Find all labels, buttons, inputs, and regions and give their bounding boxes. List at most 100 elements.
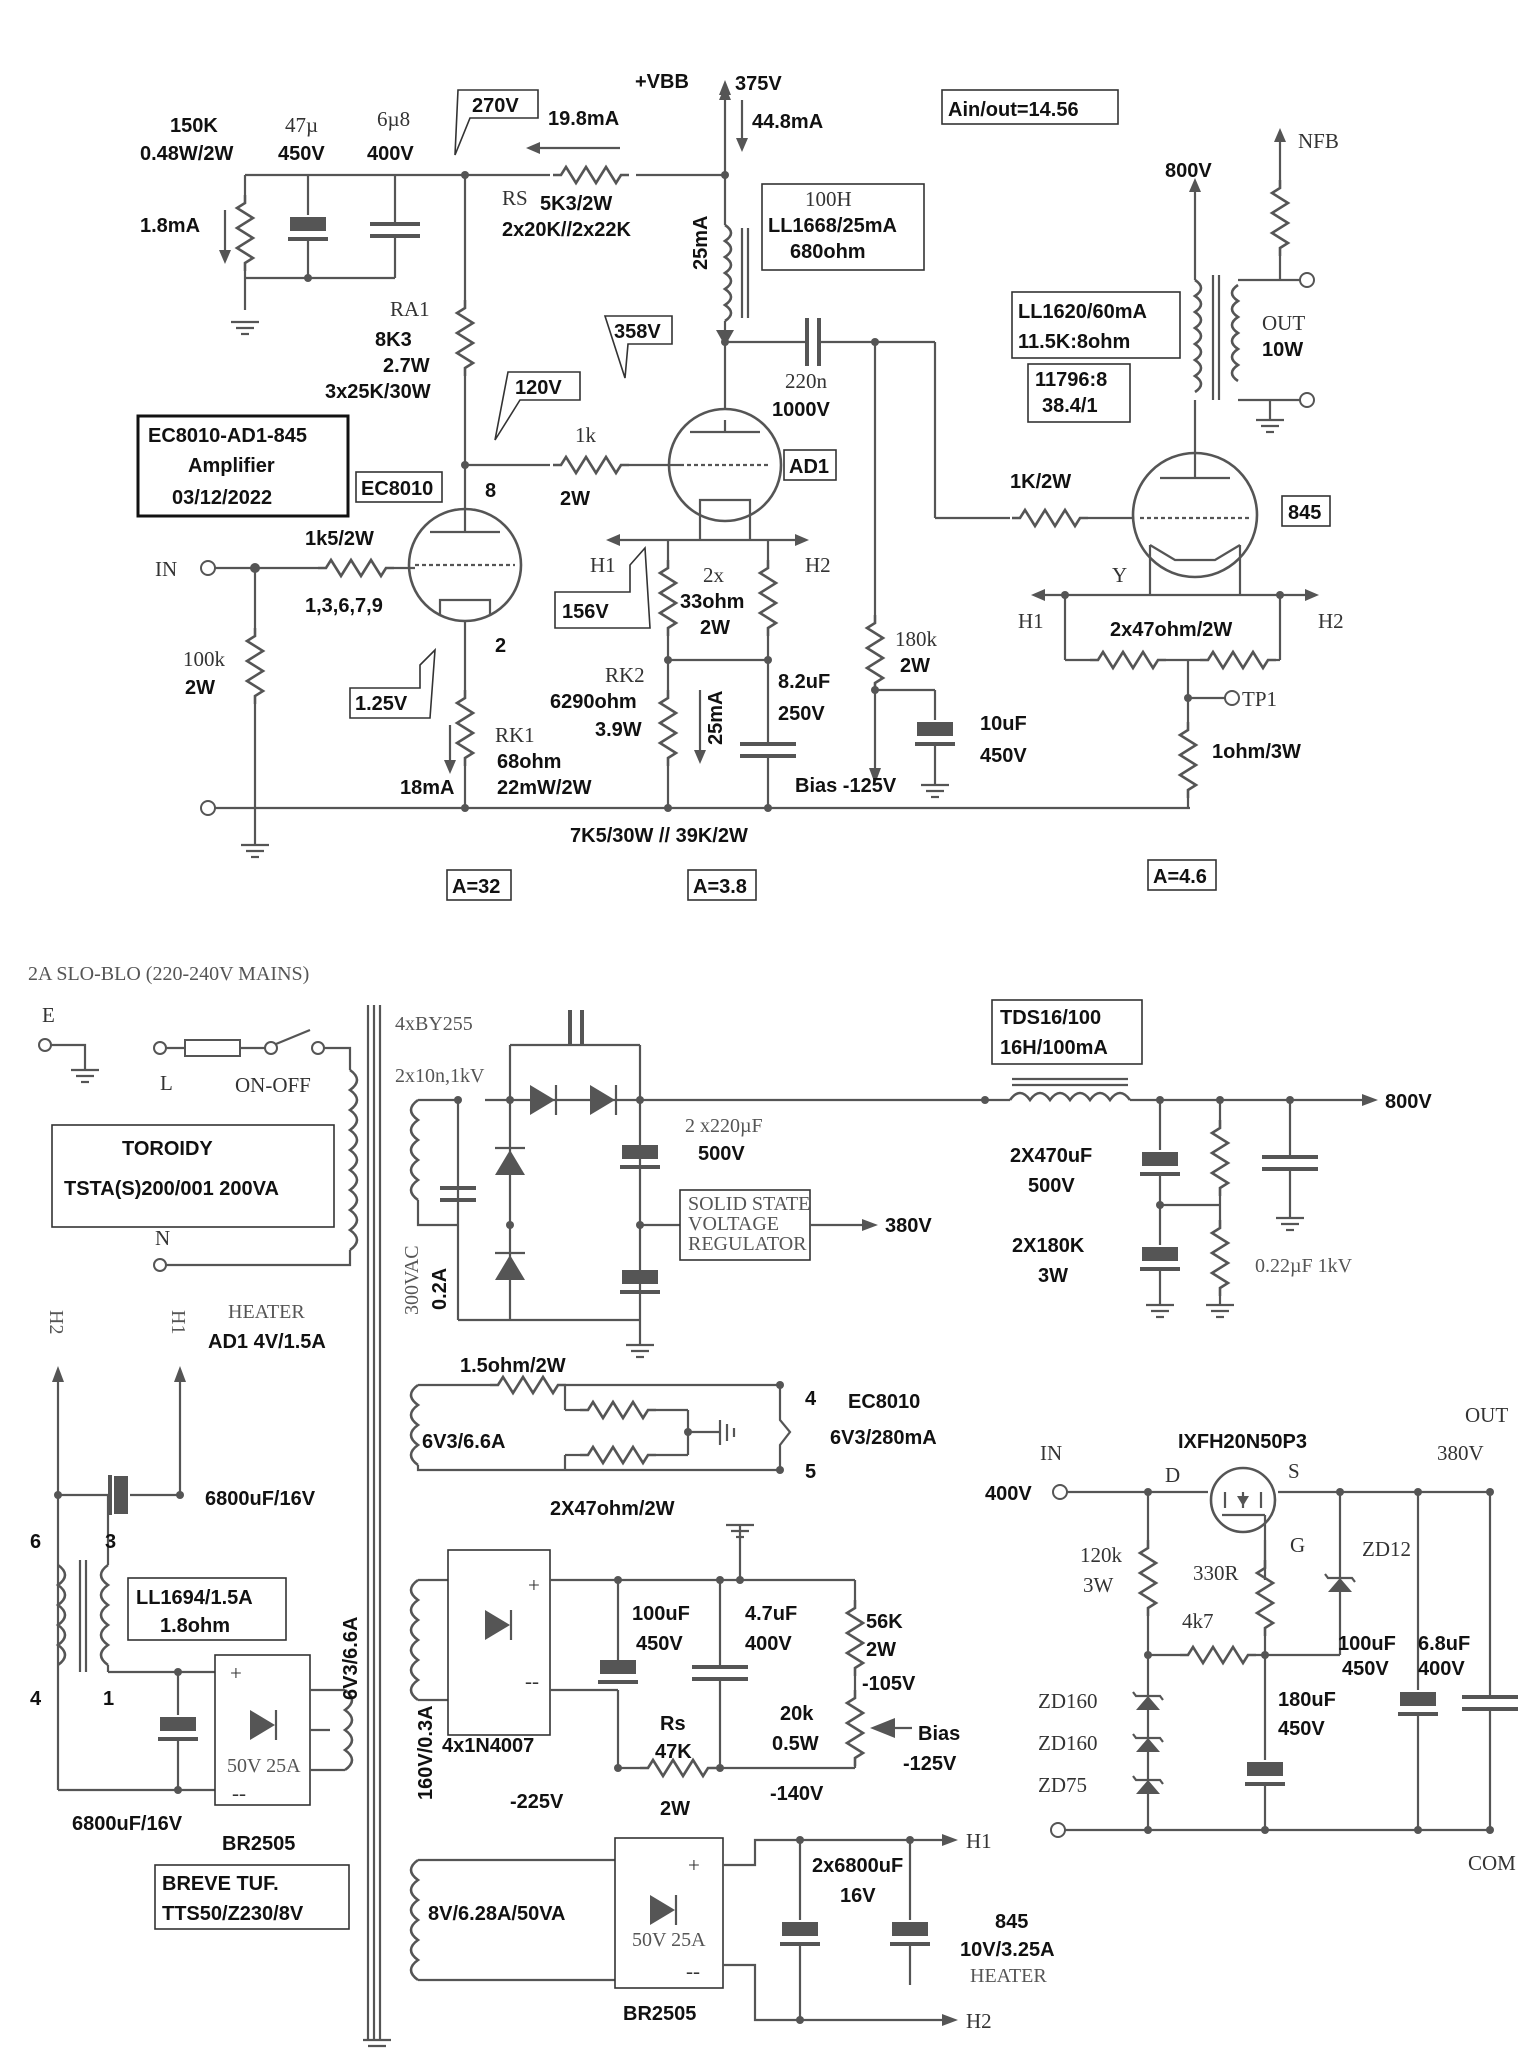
label-ot-c: 11796:8 (1035, 369, 1107, 391)
title-a: EC8010-AD1-845 (148, 425, 307, 447)
label-160v: 160V/0.3A (415, 1705, 437, 1800)
label-8u2-b: 250V (778, 703, 825, 725)
diode-1 (530, 1085, 555, 1115)
label-845-heater-b: 10V/3.25A (960, 1939, 1055, 1961)
label-44-8ma: 44.8mA (752, 111, 823, 133)
label-180k-a: 180k (895, 627, 938, 651)
fuse (184, 1039, 241, 1057)
resistor-4k7 (1178, 1645, 1258, 1665)
amplifier-section (200, 80, 1319, 859)
label-d: D (1165, 1463, 1180, 1487)
label-h1-845-psu: H1 (966, 1829, 992, 1853)
label-ec8010: EC8010 (361, 478, 433, 500)
label-g: G (1290, 1533, 1305, 1557)
label-1k2w: 1K/2W (1010, 471, 1071, 493)
label-a38: A=3.8 (693, 876, 747, 898)
cap-10u (917, 722, 953, 736)
zener-zd160-a (1136, 1696, 1160, 1710)
label-h2-ad1: H2 (805, 553, 831, 577)
label-6u8-reg-b: 400V (1418, 1658, 1465, 1680)
label-10u-b: 450V (980, 745, 1027, 767)
winding-160v (409, 1578, 421, 1702)
label-220n-a: 220n (785, 369, 828, 393)
label-choke-c: 680ohm (790, 241, 866, 263)
resistor-180k-b (1210, 1218, 1230, 1298)
label-bias-b: -125V (903, 1753, 957, 1775)
label-105v: -105V (862, 1673, 916, 1695)
label-150k-a: 150K (170, 115, 218, 137)
label-100u-b: 450V (636, 1633, 683, 1655)
choke-tds16 (1008, 1091, 1132, 1103)
label-845-heater-c: HEATER (970, 1965, 1047, 1987)
label-156v: 156V (562, 601, 609, 623)
cap-220u-b (622, 1270, 658, 1284)
zener-zd75 (1136, 1780, 1160, 1794)
zener-zd12 (1328, 1578, 1352, 1592)
label-330r: 330R (1193, 1561, 1239, 1585)
power-switch (275, 1028, 311, 1046)
label-4k7: 4k7 (1182, 1609, 1214, 1633)
label-375v: 375V (735, 73, 782, 95)
label-zd160-a: ZD160 (1038, 1689, 1098, 1713)
label-56k-a: 56K (866, 1611, 903, 1633)
label-h2-845-psu: H2 (966, 2009, 992, 2033)
label-rs-a: Rs (660, 1713, 686, 1735)
label-220n-b: 1000V (772, 399, 830, 421)
label-ra1-name: RA1 (390, 297, 430, 321)
label-6u8-reg-a: 6.8uF (1418, 1633, 1470, 1655)
label-1k-a: 1k (575, 423, 597, 447)
label-bias-a: Bias (918, 1723, 960, 1745)
resistor-rs (551, 165, 631, 185)
label-choke-a: 100H (805, 187, 852, 211)
label-180u-a: 180uF (1278, 1689, 1336, 1711)
label-mosfet: IXFH20N50P3 (1178, 1431, 1307, 1453)
label-pin6: 6 (30, 1531, 41, 1553)
label-breve-b: TTS50/Z230/8V (162, 1903, 304, 1925)
label-br-minus-b: -- (686, 1959, 700, 1983)
regulator-section (1050, 1466, 1518, 1838)
label-ot-d: 38.4/1 (1042, 395, 1098, 417)
cap-180u (1247, 1762, 1283, 1776)
label-140v: -140V (770, 1783, 824, 1805)
label-100u-reg-a: 100uF (1338, 1633, 1396, 1655)
power-supply-section (38, 1005, 1378, 2048)
label-rk1-a: 68ohm (497, 751, 561, 773)
winding-6v3-ad1 (342, 1688, 354, 1772)
label-rs-b: 47K (655, 1741, 692, 1763)
label-180k-psu-b: 3W (1038, 1265, 1068, 1287)
label-load: 7K5/30W // 39K/2W (570, 825, 748, 847)
label-100k-b: 2W (185, 677, 215, 699)
label-toroidy-b: TSTA(S)200/001 200VA (64, 1178, 279, 1200)
label-1n4007: 4x1N4007 (442, 1735, 534, 1757)
resistor-1-5ohm (488, 1375, 568, 1395)
label-380v: 380V (885, 1215, 932, 1237)
hv-secondary (409, 1098, 421, 1202)
label-0u22: 0.22µF 1kV (1255, 1255, 1353, 1277)
label-heater-h1: H1 (167, 1310, 189, 1334)
label-ra1-b: 2.7W (383, 355, 430, 377)
label-rs-b: 2x20K//2x22K (502, 219, 632, 241)
label-rs-c: 2W (660, 1798, 690, 1820)
label-y: Y (1112, 563, 1127, 587)
label-reg-380v: 380V (1437, 1441, 1484, 1465)
winding-8v (409, 1858, 421, 1982)
label-com: COM (1468, 1851, 1516, 1875)
resistor-180k (865, 613, 885, 693)
label-6v3-ad1: 6V3/6.6A (340, 1617, 362, 1700)
label-1n4007-plus: + (528, 1573, 540, 1597)
label-pin4b: 4 (30, 1688, 42, 1710)
diode-3 (495, 1150, 525, 1175)
title-c: 03/12/2022 (172, 487, 272, 509)
resistor-150k (235, 193, 255, 273)
label-pot-b: 0.5W (772, 1733, 819, 1755)
choke-ll1668 (722, 223, 733, 323)
label-pin4: 4 (805, 1388, 817, 1410)
diode-4 (495, 1255, 525, 1280)
cap-100u-reg (1400, 1692, 1436, 1706)
power-supply-labels: 2A SLO-BLO (220-240V MAINS) E L ON-OFF N… (28, 963, 1432, 2033)
resistor-ra1 (455, 298, 475, 378)
label-100u-a: 100uF (632, 1603, 690, 1625)
label-breve-a: BREVE TUF. (162, 1873, 279, 1895)
label-800v: 800V (1165, 160, 1212, 182)
